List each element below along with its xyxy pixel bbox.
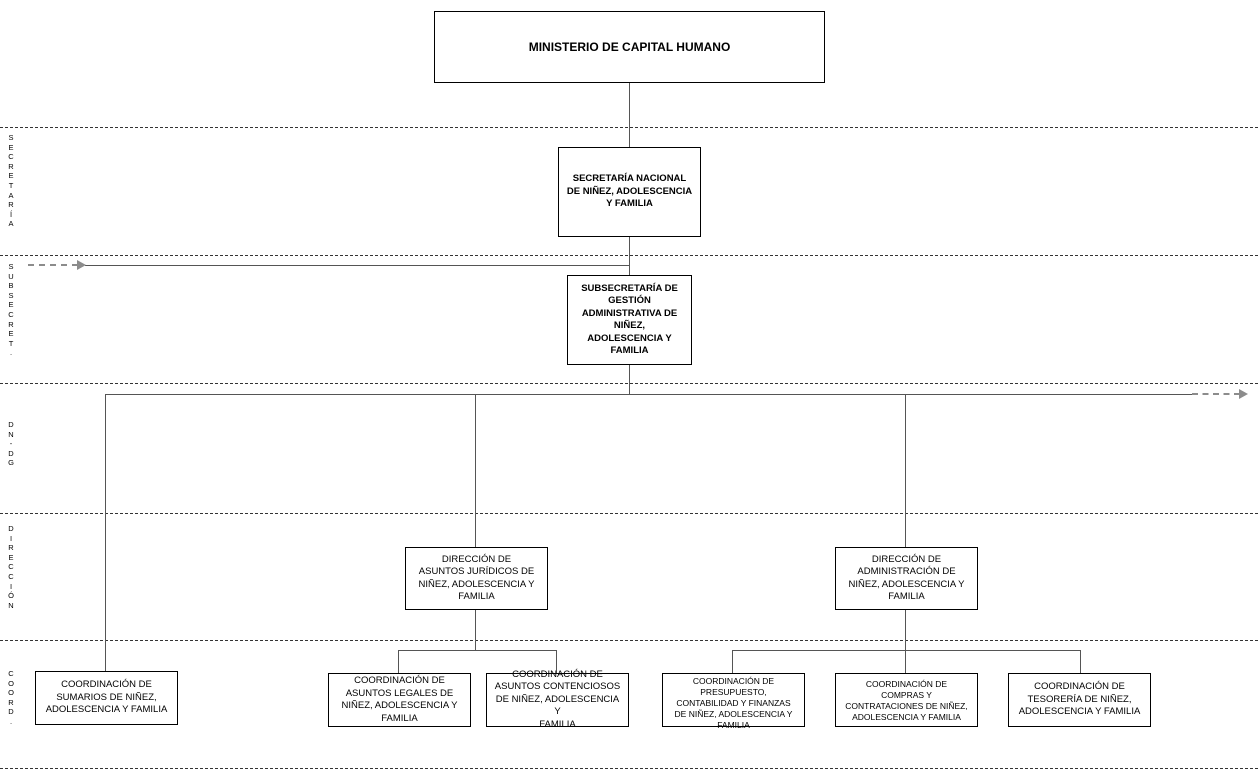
connector-line: [105, 394, 1192, 395]
box-coord-compras-label: COORDINACIÓN DE COMPRAS Y CONTRATACIONES…: [845, 679, 968, 722]
box-direccion-administracion: DIRECCIÓN DE ADMINISTRACIÓN DE NIÑEZ, AD…: [835, 547, 978, 610]
box-coord-tesoreria: COORDINACIÓN DE TESORERÍA DE NIÑEZ, ADOL…: [1008, 673, 1151, 727]
connector-line: [475, 394, 476, 547]
level-separator: [0, 513, 1258, 514]
box-coord-asuntos-contenciosos: COORDINACIÓN DE ASUNTOS CONTENCIOSOS DE …: [486, 669, 629, 730]
connector-line: [1080, 650, 1081, 673]
box-ministerio: MINISTERIO DE CAPITAL HUMANO: [434, 11, 825, 83]
dashed-arrow-line: [28, 264, 78, 266]
box-coord-compras: COORDINACIÓN DE COMPRAS Y CONTRATACIONES…: [835, 673, 978, 727]
box-coord-presupuesto-label: COORDINACIÓN DE PRESUPUESTO, CONTABILIDA…: [674, 676, 793, 730]
arrowhead-icon: [77, 260, 86, 270]
level-label-coord: C O O R D .: [8, 669, 14, 726]
connector-line: [105, 394, 106, 671]
box-coord-asuntos-contenciosos-label: COORDINACIÓN DE ASUNTOS CONTENCIOSOS DE …: [494, 668, 621, 730]
connector-line: [732, 650, 1081, 651]
connector-line: [732, 650, 733, 673]
box-secretaria-nacional: SECRETARÍA NACIONAL DE NIÑEZ, ADOLESCENC…: [558, 147, 701, 237]
box-subsecretaria: SUBSECRETARÍA DE GESTIÓN ADMINISTRATIVA …: [567, 275, 692, 365]
level-label-secretaria: S E C R E T A R Í A: [8, 133, 14, 229]
connector-line: [398, 650, 556, 651]
box-coord-sumarios-label: COORDINACIÓN DE SUMARIOS DE NIÑEZ, ADOLE…: [45, 679, 168, 716]
level-label-direccion: D I R E C C I Ó N: [8, 524, 14, 610]
box-coord-presupuesto: COORDINACIÓN DE PRESUPUESTO, CONTABILIDA…: [662, 673, 805, 730]
level-separator: [0, 768, 1258, 769]
connector-line: [629, 82, 630, 148]
connector-line: [905, 394, 906, 547]
connector-line: [475, 609, 476, 650]
box-coord-asuntos-legales-label: COORDINACIÓN DE ASUNTOS LEGALES DE NIÑEZ…: [341, 675, 458, 724]
box-secretaria-nacional-label: SECRETARÍA NACIONAL DE NIÑEZ, ADOLESCENC…: [566, 173, 693, 210]
connector-line: [905, 609, 906, 673]
box-direccion-asuntos-juridicos: DIRECCIÓN DE ASUNTOS JURÍDICOS DE NIÑEZ,…: [405, 547, 548, 610]
level-label-subsecretaria: S U B S E C R E T .: [8, 262, 14, 358]
box-coord-tesoreria-label: COORDINACIÓN DE TESORERÍA DE NIÑEZ, ADOL…: [1018, 681, 1141, 718]
level-label-dn-dg: D N - D G: [8, 420, 14, 468]
dashed-arrow-line: [1192, 393, 1240, 395]
box-direccion-asuntos-juridicos-label: DIRECCIÓN DE ASUNTOS JURÍDICOS DE NIÑEZ,…: [418, 553, 535, 603]
box-subsecretaria-label: SUBSECRETARÍA DE GESTIÓN ADMINISTRATIVA …: [581, 282, 678, 357]
level-separator: [0, 640, 1258, 641]
connector-line: [85, 265, 629, 266]
arrowhead-icon: [1239, 389, 1248, 399]
box-direccion-administracion-label: DIRECCIÓN DE ADMINISTRACIÓN DE NIÑEZ, AD…: [848, 553, 965, 603]
box-coord-sumarios: COORDINACIÓN DE SUMARIOS DE NIÑEZ, ADOLE…: [35, 671, 178, 725]
box-coord-asuntos-legales: COORDINACIÓN DE ASUNTOS LEGALES DE NIÑEZ…: [328, 673, 471, 727]
connector-line: [556, 650, 557, 673]
connector-line: [398, 650, 399, 673]
connector-line: [629, 236, 630, 276]
box-ministerio-label: MINISTERIO DE CAPITAL HUMANO: [528, 39, 731, 54]
connector-line: [629, 364, 630, 394]
